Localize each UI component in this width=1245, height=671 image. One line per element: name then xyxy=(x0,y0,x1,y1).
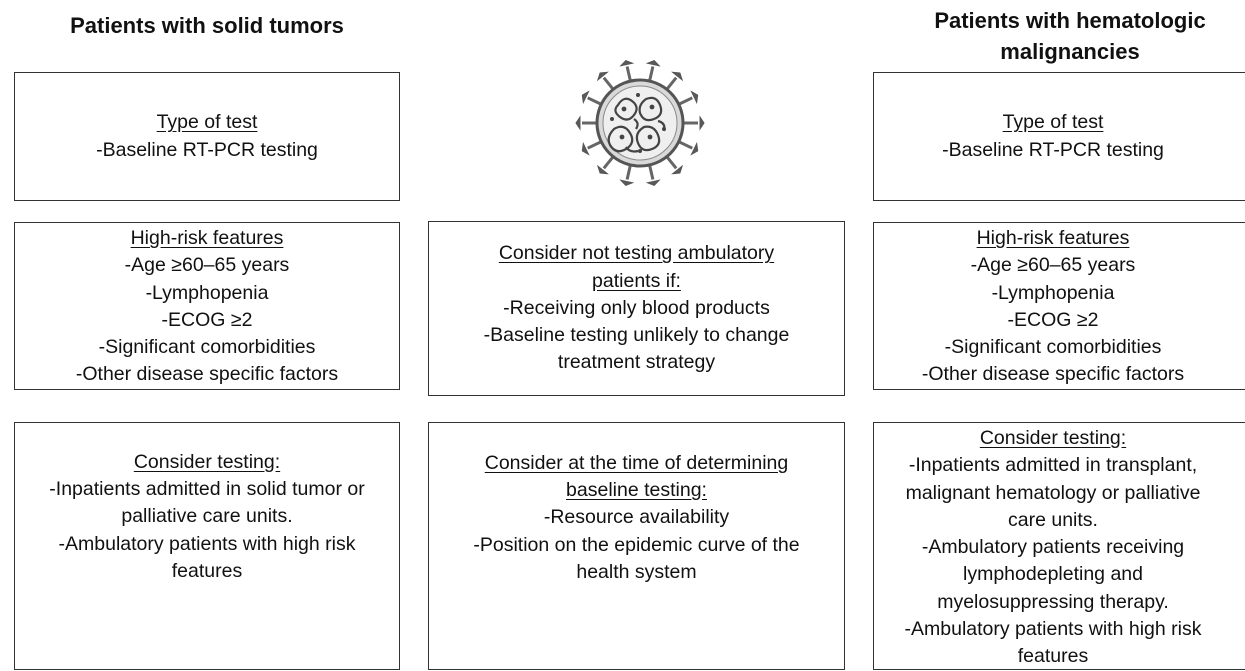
box-line: -Ambulatory patients with high risk feat… xyxy=(904,618,1202,668)
right-column-heading: Patients with hematologic malignancies xyxy=(934,8,1206,64)
box-line: -Receiving only blood products xyxy=(503,296,770,319)
box-line: -Ambulatory patients receiving lymphodep… xyxy=(921,536,1185,613)
box-title: Consider not testing ambulatory patients… xyxy=(498,242,775,292)
box-title: High-risk features xyxy=(130,227,284,249)
left-column-heading: Patients with solid tumors xyxy=(70,13,344,38)
box-line: -Other disease specific factors xyxy=(921,363,1185,386)
box-line: -Inpatients admitted in transplant, mali… xyxy=(905,454,1201,531)
box-line: -Resource availability xyxy=(543,506,730,529)
box-line: -Position on the epidemic curve of the h… xyxy=(473,533,800,583)
left-high-risk-box: High-risk features -Age ≥60–65 years -Ly… xyxy=(14,222,400,390)
left-consider-testing-box: Consider testing: -Inpatients admitted i… xyxy=(14,422,400,670)
box-line: -Ambulatory patients with high risk feat… xyxy=(58,532,356,582)
coronavirus-icon xyxy=(575,60,705,186)
box-line: -Lymphopenia xyxy=(991,281,1115,304)
box-title: Consider at the time of determining base… xyxy=(484,451,789,502)
left-test-type-box: Type of test -Baseline RT-PCR testing xyxy=(14,72,400,201)
right-test-type-box: Type of test -Baseline RT-PCR testing xyxy=(873,72,1245,201)
box-title: Type of test xyxy=(156,111,258,134)
right-consider-testing-box: Consider testing: -Inpatients admitted i… xyxy=(873,422,1245,670)
box-line: -Age ≥60–65 years xyxy=(970,254,1136,277)
box-line: -ECOG ≥2 xyxy=(161,308,253,331)
right-high-risk-box: High-risk features -Age ≥60–65 years -Ly… xyxy=(873,222,1245,390)
box-title: Consider testing: xyxy=(979,427,1127,449)
box-title: Consider testing: xyxy=(133,450,281,473)
box-line: -Age ≥60–65 years xyxy=(124,254,290,277)
center-determine-testing-box: Consider at the time of determining base… xyxy=(428,422,845,670)
box-line: -Significant comorbidities xyxy=(98,336,316,359)
box-line: -Significant comorbidities xyxy=(944,336,1162,359)
box-line: -Lymphopenia xyxy=(145,281,269,304)
box-line: -Baseline RT-PCR testing xyxy=(942,138,1164,161)
box-line: -Baseline RT-PCR testing xyxy=(96,138,318,161)
box-line: -Other disease specific factors xyxy=(75,363,339,386)
box-line: -Baseline testing unlikely to change tre… xyxy=(483,324,790,374)
center-not-testing-box: Consider not testing ambulatory patients… xyxy=(428,221,845,396)
box-line: -ECOG ≥2 xyxy=(1007,308,1099,331)
box-title: Type of test xyxy=(1002,111,1104,134)
box-title: High-risk features xyxy=(976,227,1130,249)
box-line: -Inpatients admitted in solid tumor or p… xyxy=(49,478,365,528)
